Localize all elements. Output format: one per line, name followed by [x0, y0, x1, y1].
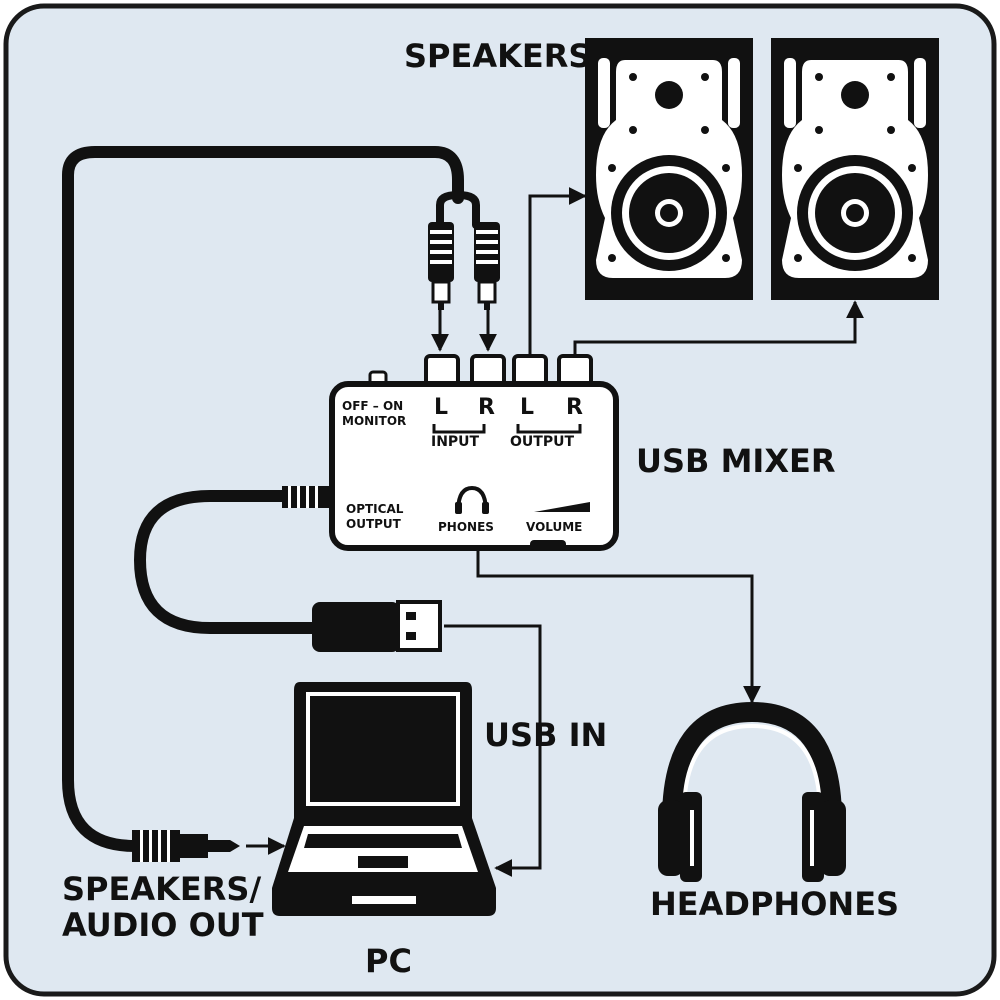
speakers-label: SPEAKERS	[404, 37, 591, 75]
speakers-audio-out-label-line2: AUDIO OUT	[62, 906, 264, 944]
usb-plug-icon	[312, 600, 442, 652]
laptop-icon	[272, 682, 496, 916]
usb-mixer-label: USB MIXER	[636, 442, 835, 480]
usb-in-label: USB IN	[484, 716, 607, 754]
mixer-off-on-label: OFF – ON	[342, 399, 403, 413]
mixer-optical-output-label: OUTPUT	[346, 517, 402, 531]
speaker-right-icon	[771, 38, 939, 300]
rca-split-cable	[436, 191, 480, 229]
mixer-output-r-label: R	[566, 395, 583, 420]
rca-plug-left-icon	[428, 222, 454, 310]
mixer-input-label: INPUT	[431, 434, 480, 450]
mixer-input-r-label: R	[478, 395, 495, 420]
mixer-monitor-label: MONITOR	[342, 414, 406, 428]
jack-plug-icon	[132, 830, 240, 862]
headphones-label: HEADPHONES	[650, 885, 899, 923]
rca-plug-right-icon	[474, 222, 500, 310]
mixer-input-l-label: L	[434, 395, 448, 420]
mixer-optical-label: OPTICAL	[346, 502, 404, 516]
pc-label: PC	[365, 942, 412, 980]
headphones-icon	[658, 701, 846, 882]
mixer-volume-label: VOLUME	[526, 520, 582, 534]
usb-cable	[134, 490, 318, 634]
mixer-output-l-label: L	[520, 395, 534, 420]
usb-mixer-icon	[282, 354, 619, 551]
speakers-audio-out-label-line1: SPEAKERS/	[62, 870, 261, 908]
speaker-left-icon	[585, 38, 753, 300]
mixer-output-label: OUTPUT	[510, 434, 574, 450]
signal-arrows	[246, 187, 864, 877]
mixer-phones-label: PHONES	[438, 520, 494, 534]
audio-cable	[62, 146, 464, 852]
